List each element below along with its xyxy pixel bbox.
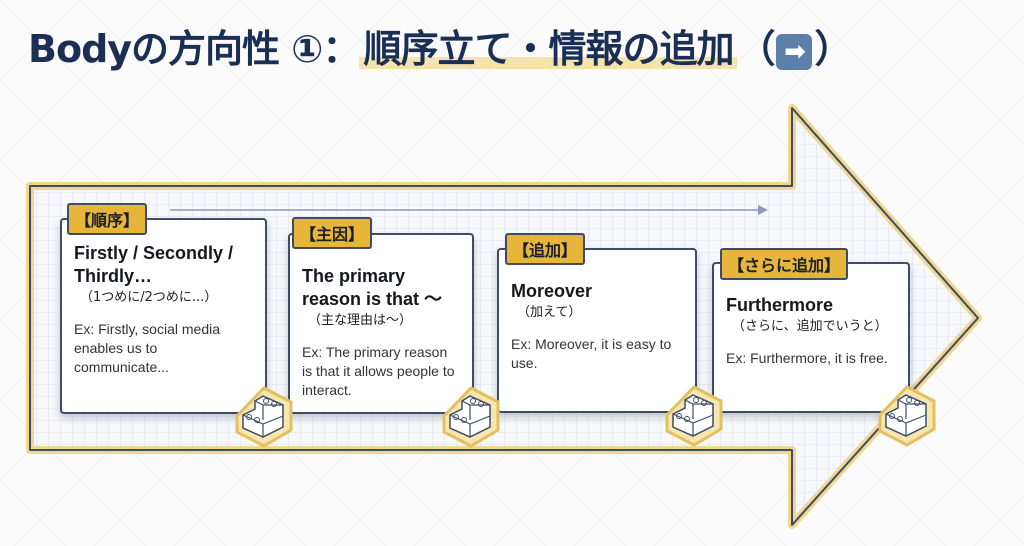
card-tag: 【順序】 (67, 203, 148, 235)
card-heading: The primary reason is that ～ (302, 266, 443, 309)
card-japanese: （1つめに/2つめに...） (80, 290, 218, 305)
lego-block-icon (440, 386, 502, 448)
card-japanese: （さらに、追加でいうと） (732, 319, 888, 334)
lego-block-icon (876, 385, 938, 447)
card-example: Ex: Firstly, social media enables us to … (74, 321, 220, 375)
title-prefix: Bodyの方向性 ①： (28, 27, 360, 71)
card-example: Ex: Moreover, it is easy to use. (511, 336, 672, 371)
phrase-card: The primary reason is that ～ （主な理由は～） Ex: … (288, 233, 474, 414)
card-japanese: （加えて） (517, 305, 582, 320)
phrase-card: Firstly / Secondly / Thirdly… （1つめに/2つめに.… (60, 218, 267, 414)
title-highlight: 順序立て・情報の追加 (359, 27, 738, 71)
card-tag: 【さらに追加】 (720, 248, 849, 280)
card-heading: Furthermore (726, 295, 834, 315)
lego-block-icon (663, 385, 725, 447)
card-example: Ex: Furthermore, it is free. (726, 350, 888, 366)
card-heading: Firstly / Secondly / Thirdly… (74, 243, 234, 286)
title-paren-open: （ (737, 27, 775, 71)
phrase-card: Moreover （加えて） Ex: Moreover, it is easy to… (497, 248, 697, 413)
lego-block-icon (233, 386, 295, 448)
card-example: Ex: The primary reason is that it allows… (302, 344, 455, 398)
right-arrow-icon: ➡ (776, 33, 813, 70)
card-japanese: （主な理由は～） (308, 313, 413, 328)
card-tag: 【主因】 (292, 217, 373, 249)
card-heading: Moreover (511, 281, 593, 301)
page-title: Bodyの方向性 ①：順序立て・情報の追加（➡） (28, 18, 853, 73)
title-paren-close: ） (814, 27, 852, 71)
card-tag: 【追加】 (505, 233, 586, 265)
